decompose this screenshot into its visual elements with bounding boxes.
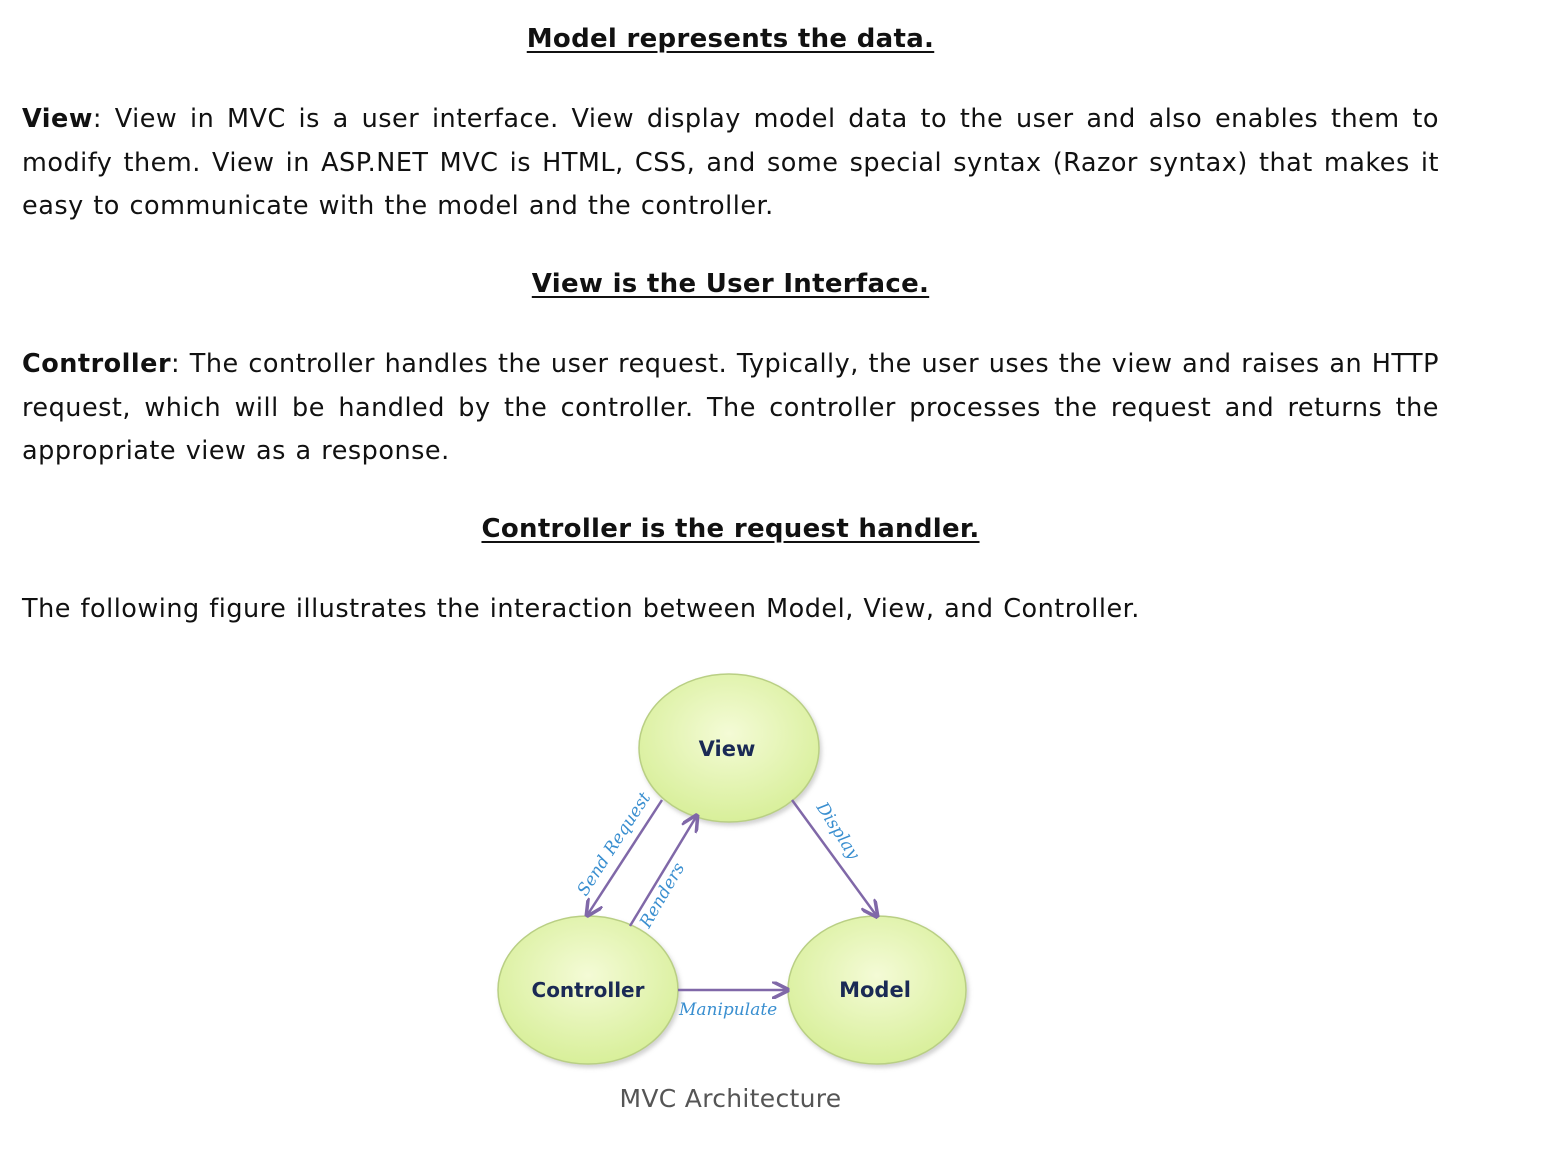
mvc-diagram: View Controller Model Send Request Rende…: [490, 664, 975, 1074]
view-description: : View in MVC is a user interface. View …: [22, 104, 1439, 221]
model-heading: Model represents the data.: [526, 24, 935, 54]
send-request-arrow: [588, 799, 664, 914]
controller-paragraph: Controller: The controller handles the u…: [22, 343, 1439, 474]
mvc-diagram-svg: View Controller Model Send Request Rende…: [497, 673, 967, 1065]
controller-description: : The controller handles the user reques…: [22, 349, 1439, 466]
view-term: View: [22, 104, 93, 134]
controller-node: Controller: [497, 915, 679, 1065]
display-arrow: [790, 799, 876, 915]
view-paragraph: View: View in MVC is a user interface. V…: [22, 98, 1439, 229]
view-node-label: View: [699, 737, 756, 761]
view-node: View: [638, 673, 820, 823]
manipulate-label: Manipulate: [678, 1000, 777, 1020]
controller-term: Controller: [22, 349, 172, 379]
display-label: Display: [811, 798, 863, 864]
model-node: Model: [787, 915, 967, 1065]
figure-caption: MVC Architecture: [619, 1084, 842, 1113]
figure-intro: The following figure illustrates the int…: [22, 594, 1140, 624]
send-request-label: Send Request: [573, 789, 655, 900]
controller-heading: Controller is the request handler.: [481, 514, 980, 544]
renders-arrow: [628, 817, 696, 927]
model-node-label: Model: [839, 978, 911, 1002]
controller-node-label: Controller: [532, 978, 645, 1002]
view-heading: View is the User Interface.: [531, 269, 930, 299]
